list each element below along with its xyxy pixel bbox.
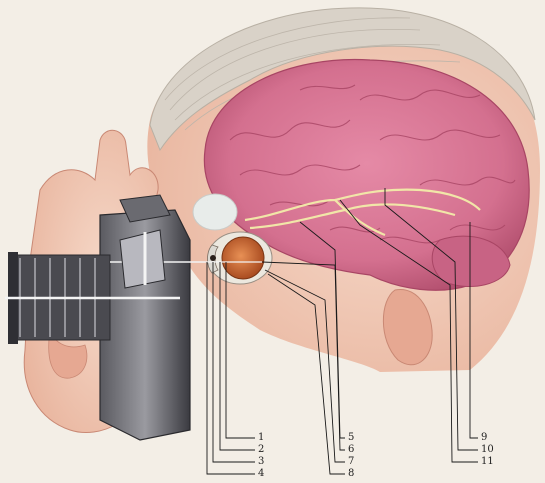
label-5: 5 (348, 433, 354, 443)
label-3: 3 (258, 457, 264, 467)
label-11: 11 (481, 457, 494, 467)
label-9: 9 (481, 433, 487, 443)
label-10: 10 (481, 445, 494, 455)
far-eye-illustration (193, 194, 237, 230)
label-2: 2 (258, 445, 264, 455)
label-4: 4 (258, 469, 264, 479)
label-1: 1 (258, 433, 264, 443)
label-6: 6 (348, 445, 354, 455)
label-7: 7 (348, 457, 354, 467)
label-8: 8 (348, 469, 354, 479)
